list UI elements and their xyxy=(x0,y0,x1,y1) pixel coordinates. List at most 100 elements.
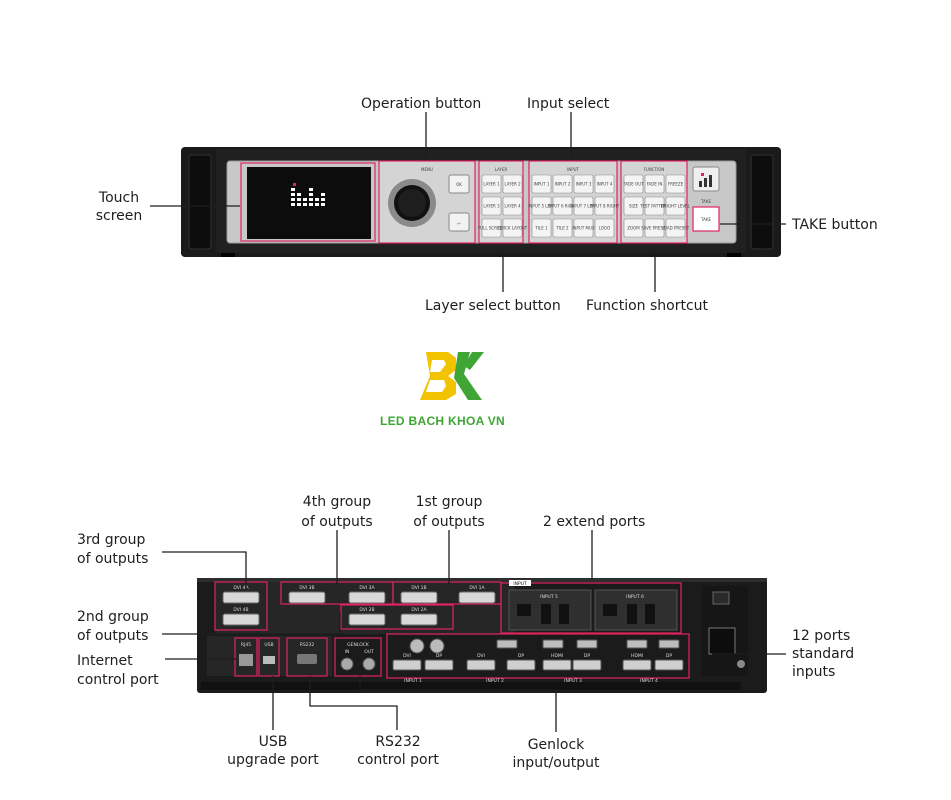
layer-button-label: LAYER 3 xyxy=(483,204,500,209)
input-port-label: HDMI xyxy=(551,653,563,659)
input-button-8[interactable] xyxy=(594,196,615,216)
function-button-3[interactable] xyxy=(665,174,686,194)
layer-button-label: QUICK LAYOUT xyxy=(498,226,528,231)
label-input-select: Input select xyxy=(527,96,610,112)
input-button-label: TILE 1 xyxy=(534,226,548,231)
input-button-label: INPUT 4 xyxy=(597,182,613,187)
input-port xyxy=(626,639,648,649)
input-port-label: DP xyxy=(518,653,524,659)
front-panel: MENU OK ↩ LAYER INPUT FUNCTION TAKE TAKE… xyxy=(181,147,781,257)
function-button-1[interactable] xyxy=(623,174,644,194)
dvi-output-port xyxy=(222,613,260,626)
function-button-9[interactable] xyxy=(665,218,686,238)
layer-button-4[interactable] xyxy=(502,196,523,216)
input-port xyxy=(622,659,652,671)
logo xyxy=(418,348,488,404)
input-button-2[interactable] xyxy=(552,174,573,194)
layer-button-6[interactable] xyxy=(502,218,523,238)
input-button-1[interactable] xyxy=(531,174,552,194)
dvi-output-label: DVI 1A xyxy=(469,585,485,591)
ok-label: OK xyxy=(456,182,462,187)
input-group-label: INPUT 4 xyxy=(640,678,658,684)
input-button-label: INPUT 8 RIGHT xyxy=(590,204,620,209)
label-12-ports-3: inputs xyxy=(792,664,836,680)
layer-button-label: LAYER 1 xyxy=(483,182,500,187)
back-icon: ↩ xyxy=(457,221,460,226)
layer-button-2[interactable] xyxy=(502,174,523,194)
function-button-6[interactable] xyxy=(665,196,686,216)
take-button[interactable]: TAKE xyxy=(700,217,711,222)
layer-button-1[interactable] xyxy=(481,174,502,194)
function-button-label: FADE OUT xyxy=(623,182,644,187)
function-button-label: FADE IN xyxy=(647,182,663,187)
function-button-label: TEST PATTERN xyxy=(639,204,669,209)
label-1st-group-2: of outputs xyxy=(413,514,485,530)
input-button-10[interactable] xyxy=(552,218,573,238)
dvi-output-label: DVI 2A xyxy=(411,607,427,613)
dvi-output-label: DVI 4A xyxy=(233,585,249,591)
menu-title: MENU xyxy=(421,167,433,172)
label-function-shortcut: Function shortcut xyxy=(586,298,709,314)
label-3rd-group-1: 3rd group xyxy=(77,532,146,548)
layer-button-5[interactable] xyxy=(481,218,502,238)
input-button-label: INPUT 6 RIGHT xyxy=(548,204,578,209)
input-button-label: INPUT MUX xyxy=(572,226,595,231)
input-port-label: DP xyxy=(584,653,590,659)
layer-title: LAYER xyxy=(495,167,508,172)
input-button-4[interactable] xyxy=(594,174,615,194)
genlock-out-label: OUT xyxy=(364,649,374,655)
function-button-5[interactable] xyxy=(644,196,665,216)
input-button-12[interactable] xyxy=(594,218,615,238)
dvi-output-label: DVI 3A xyxy=(359,585,375,591)
layer-button-3[interactable] xyxy=(481,196,502,216)
layer-button-label: LAYER 2 xyxy=(504,182,521,187)
input-port-label: DVI xyxy=(403,653,411,659)
input-button-9[interactable] xyxy=(531,218,552,238)
function-button-label: SIZE xyxy=(629,204,638,209)
dvi-output-port xyxy=(348,591,386,604)
input-group-label: INPUT 3 xyxy=(564,678,582,684)
input-group-label: INPUT 1 xyxy=(404,678,422,684)
input-button-7[interactable] xyxy=(573,196,594,216)
input-button-5[interactable] xyxy=(531,196,552,216)
function-button-label: SAVE PRESET xyxy=(641,226,668,231)
label-2-extend-ports: 2 extend ports xyxy=(543,514,646,530)
dvi-output-port xyxy=(288,591,326,604)
genlock-in-label: IN xyxy=(345,649,350,655)
input-button-3[interactable] xyxy=(573,174,594,194)
input-button-6[interactable] xyxy=(552,196,573,216)
input-port xyxy=(466,659,496,671)
dvi-output-port xyxy=(348,613,386,626)
function-button-8[interactable] xyxy=(644,218,665,238)
input-port xyxy=(576,639,598,649)
label-usb-2: upgrade port xyxy=(227,752,319,768)
input-port xyxy=(542,639,564,649)
label-internet-1: Internet xyxy=(77,653,133,669)
label-2nd-group-2: of outputs xyxy=(77,628,149,644)
rs232-label: RS232 xyxy=(300,642,315,648)
layer-button-label: LAYER 4 xyxy=(504,204,521,209)
function-button-label: ZOOM xyxy=(627,226,640,231)
label-3rd-group-2: of outputs xyxy=(77,551,149,567)
input-port-label: DP xyxy=(666,653,672,659)
dvi-output-port xyxy=(400,613,438,626)
take-title: TAKE xyxy=(700,199,711,204)
label-genlock-2: input/output xyxy=(512,755,600,771)
label-2nd-group-1: 2nd group xyxy=(77,609,149,625)
label-1st-group-1: 1st group xyxy=(415,494,483,510)
rj45-port xyxy=(239,654,253,666)
function-button-7[interactable] xyxy=(623,218,644,238)
dvi-output-port xyxy=(458,591,496,604)
dvi-output-port xyxy=(222,591,260,604)
input-button-label: LOGO xyxy=(599,226,610,231)
input-button-11[interactable] xyxy=(573,218,594,238)
function-button-2[interactable] xyxy=(644,174,665,194)
genlock-label: GENLOCK xyxy=(347,642,370,648)
label-12-ports-1: 12 ports xyxy=(792,628,851,644)
function-button-label: BRIGHT LEVEL xyxy=(661,204,691,209)
input-port xyxy=(392,659,422,671)
function-button-4[interactable] xyxy=(623,196,644,216)
input-button-label: INPUT 5 LEFT xyxy=(528,204,555,209)
label-4th-group-2: of outputs xyxy=(301,514,373,530)
